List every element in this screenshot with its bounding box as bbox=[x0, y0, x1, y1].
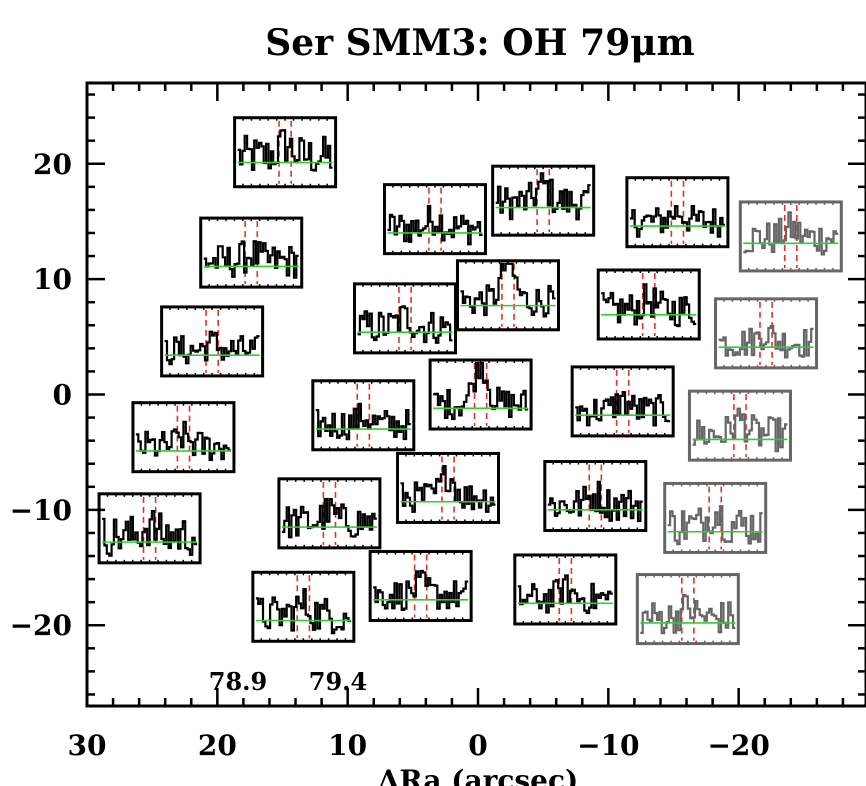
spectrum bbox=[629, 205, 725, 238]
wavelength-labels: 78.9 79.4 bbox=[209, 667, 367, 696]
spectrum bbox=[575, 391, 671, 427]
spaxel-13 bbox=[428, 358, 533, 431]
spaxel-17 bbox=[277, 477, 382, 550]
spectrum bbox=[667, 505, 763, 546]
spaxel-23 bbox=[368, 550, 473, 623]
axes bbox=[85, 81, 866, 708]
spectrum bbox=[315, 402, 411, 441]
y-tick-label: 10 bbox=[33, 263, 72, 296]
x-axis-label: ΔRa (arcsec) bbox=[378, 764, 579, 786]
wavelength-label: 79.4 bbox=[309, 667, 367, 696]
spaxel-20 bbox=[663, 481, 768, 554]
spectrum bbox=[102, 510, 198, 557]
spaxel-18 bbox=[396, 451, 501, 524]
spaxel-15 bbox=[687, 389, 792, 462]
spaxel-9 bbox=[596, 268, 701, 341]
spaxel-12 bbox=[311, 379, 416, 452]
spectrum bbox=[203, 240, 299, 279]
spectrum bbox=[547, 480, 643, 523]
spectrum bbox=[517, 574, 613, 615]
y-tick-label: 0 bbox=[53, 379, 72, 412]
spectrum bbox=[373, 569, 469, 611]
x-tick-label: 20 bbox=[198, 729, 237, 762]
spaxel-3 bbox=[491, 164, 596, 237]
chart-title: Ser SMM3: OH 79μm bbox=[265, 22, 694, 64]
x-tick-label: 10 bbox=[328, 729, 367, 762]
spaxel-11 bbox=[160, 305, 265, 378]
spaxel-4 bbox=[625, 176, 730, 249]
spaxel-layer bbox=[97, 116, 843, 646]
spectrum bbox=[400, 465, 496, 513]
spaxel-19 bbox=[543, 460, 648, 533]
spaxel-25 bbox=[635, 573, 740, 646]
x-tick-label: −10 bbox=[577, 729, 639, 762]
spaxel-5 bbox=[738, 200, 843, 273]
x-tick-label: 30 bbox=[68, 729, 107, 762]
spectrum bbox=[640, 594, 736, 635]
spectrum bbox=[255, 588, 351, 635]
spectrum bbox=[237, 129, 333, 172]
spaxel-frame bbox=[687, 389, 792, 462]
spaxel-2 bbox=[382, 183, 487, 256]
spaxel-22 bbox=[251, 570, 356, 643]
y-tick-labels: 20 10 0 −10 −20 bbox=[10, 148, 72, 642]
spaxel-10 bbox=[714, 297, 819, 370]
spaxel-21 bbox=[97, 492, 202, 565]
x-tick-label: 0 bbox=[468, 729, 487, 762]
spectrum bbox=[281, 497, 377, 539]
spectrum bbox=[460, 262, 556, 318]
spaxel-14 bbox=[570, 365, 675, 438]
x-tick-label: −20 bbox=[707, 729, 769, 762]
spaxel-frame bbox=[513, 553, 618, 626]
spaxel-1 bbox=[233, 116, 338, 189]
spaxel-8 bbox=[455, 259, 560, 332]
spaxel-6 bbox=[199, 216, 304, 289]
spectrum bbox=[495, 172, 591, 221]
spaxel-frame bbox=[311, 379, 416, 452]
spaxel-frame bbox=[199, 216, 304, 289]
spectrum bbox=[718, 325, 814, 359]
y-tick-label: −10 bbox=[10, 494, 72, 527]
spectrum bbox=[433, 361, 529, 421]
spectrum bbox=[357, 305, 453, 344]
spaxel-7 bbox=[353, 282, 458, 355]
wavelength-label: 78.9 bbox=[209, 667, 267, 696]
spaxel-16 bbox=[131, 401, 236, 474]
spectrum bbox=[164, 330, 260, 366]
spectrum bbox=[387, 204, 483, 246]
spaxel-frame bbox=[455, 259, 560, 332]
spaxel-24 bbox=[513, 553, 618, 626]
y-tick-label: −20 bbox=[10, 609, 72, 642]
y-tick-label: 20 bbox=[33, 148, 72, 181]
spectrum bbox=[135, 420, 231, 461]
spectrum bbox=[601, 283, 697, 328]
